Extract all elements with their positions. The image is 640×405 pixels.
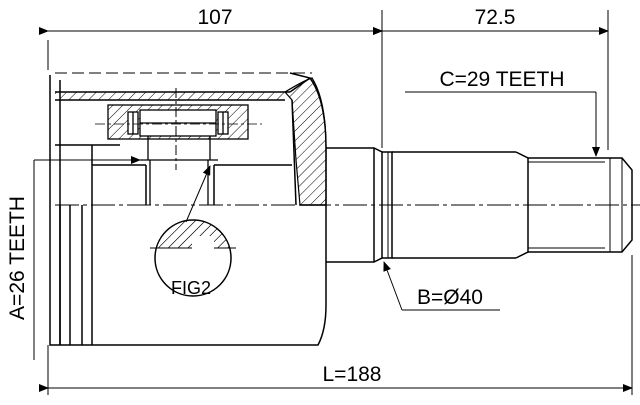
spline-a-label: A=26 TEETH: [6, 196, 29, 320]
housing-band-hatch: [55, 92, 286, 100]
dimension-bottom: [39, 255, 633, 395]
housing-section-hatch: [284, 77, 327, 206]
dimension-top: [39, 10, 609, 150]
fig2-label: FIG2: [171, 278, 211, 298]
output-shaft: [382, 151, 633, 259]
dim-overall-length: L=188: [323, 363, 382, 386]
diameter-b-label: B=Ø40: [417, 286, 483, 309]
fig2-detail: [150, 165, 236, 297]
spline-c-label: C=29 TEETH: [439, 68, 564, 91]
tripod-roller: [107, 104, 249, 205]
dim-shaft-length: 72.5: [475, 6, 516, 29]
dim-body-length: 107: [197, 6, 232, 29]
housing-neck: [326, 147, 383, 263]
spline-a-leader: [33, 156, 141, 360]
diameter-b-leader: [383, 261, 500, 311]
spline-c-leader: [405, 91, 600, 157]
